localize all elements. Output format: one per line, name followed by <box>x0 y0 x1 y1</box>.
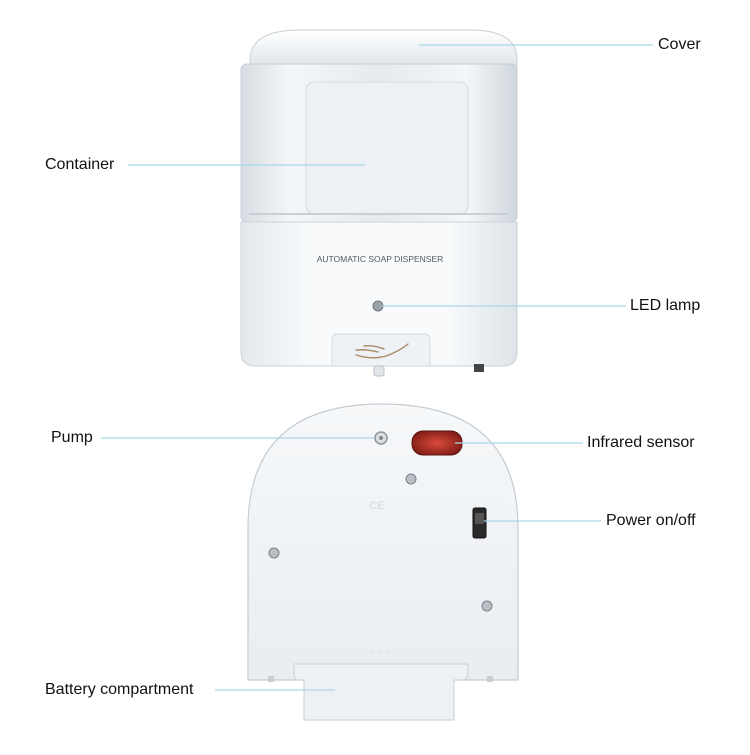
label-battery: Battery compartment <box>45 681 194 698</box>
hand-symbol-icon <box>355 343 409 359</box>
dispenser-bottom-view: CE = = = <box>247 403 519 721</box>
hand-window <box>331 333 431 367</box>
dispenser-base <box>247 403 519 681</box>
dispenser-cover <box>249 29 518 67</box>
label-infrared-sensor: Infrared sensor <box>587 434 695 451</box>
screw <box>268 547 280 559</box>
label-cover: Cover <box>658 36 701 53</box>
dispenser-front-text: AUTOMATIC SOAP DISPENSER <box>317 254 444 264</box>
battery-emboss-text: = = = <box>368 647 391 658</box>
label-container: Container <box>45 156 115 173</box>
pump-nozzle-front <box>373 365 385 377</box>
base-foot <box>487 676 493 682</box>
dispenser-front-view: AUTOMATIC SOAP DISPENSER <box>240 29 518 377</box>
label-pump: Pump <box>51 429 93 446</box>
screw <box>481 600 493 612</box>
infrared-sensor-window <box>411 430 463 456</box>
dispenser-body <box>240 221 518 367</box>
screw <box>405 473 417 485</box>
power-switch-toggle <box>475 513 484 524</box>
led-lamp-dot <box>372 300 384 312</box>
label-led-lamp: LED lamp <box>630 297 701 314</box>
pump-port-core <box>379 436 383 440</box>
battery-compartment <box>293 663 469 721</box>
base-foot <box>268 676 274 682</box>
inner-bottle <box>305 81 469 215</box>
mount-foot <box>474 364 484 372</box>
label-power: Power on/off <box>606 512 696 529</box>
ce-mark-emboss: CE <box>369 500 384 512</box>
leader-lines <box>101 44 653 691</box>
